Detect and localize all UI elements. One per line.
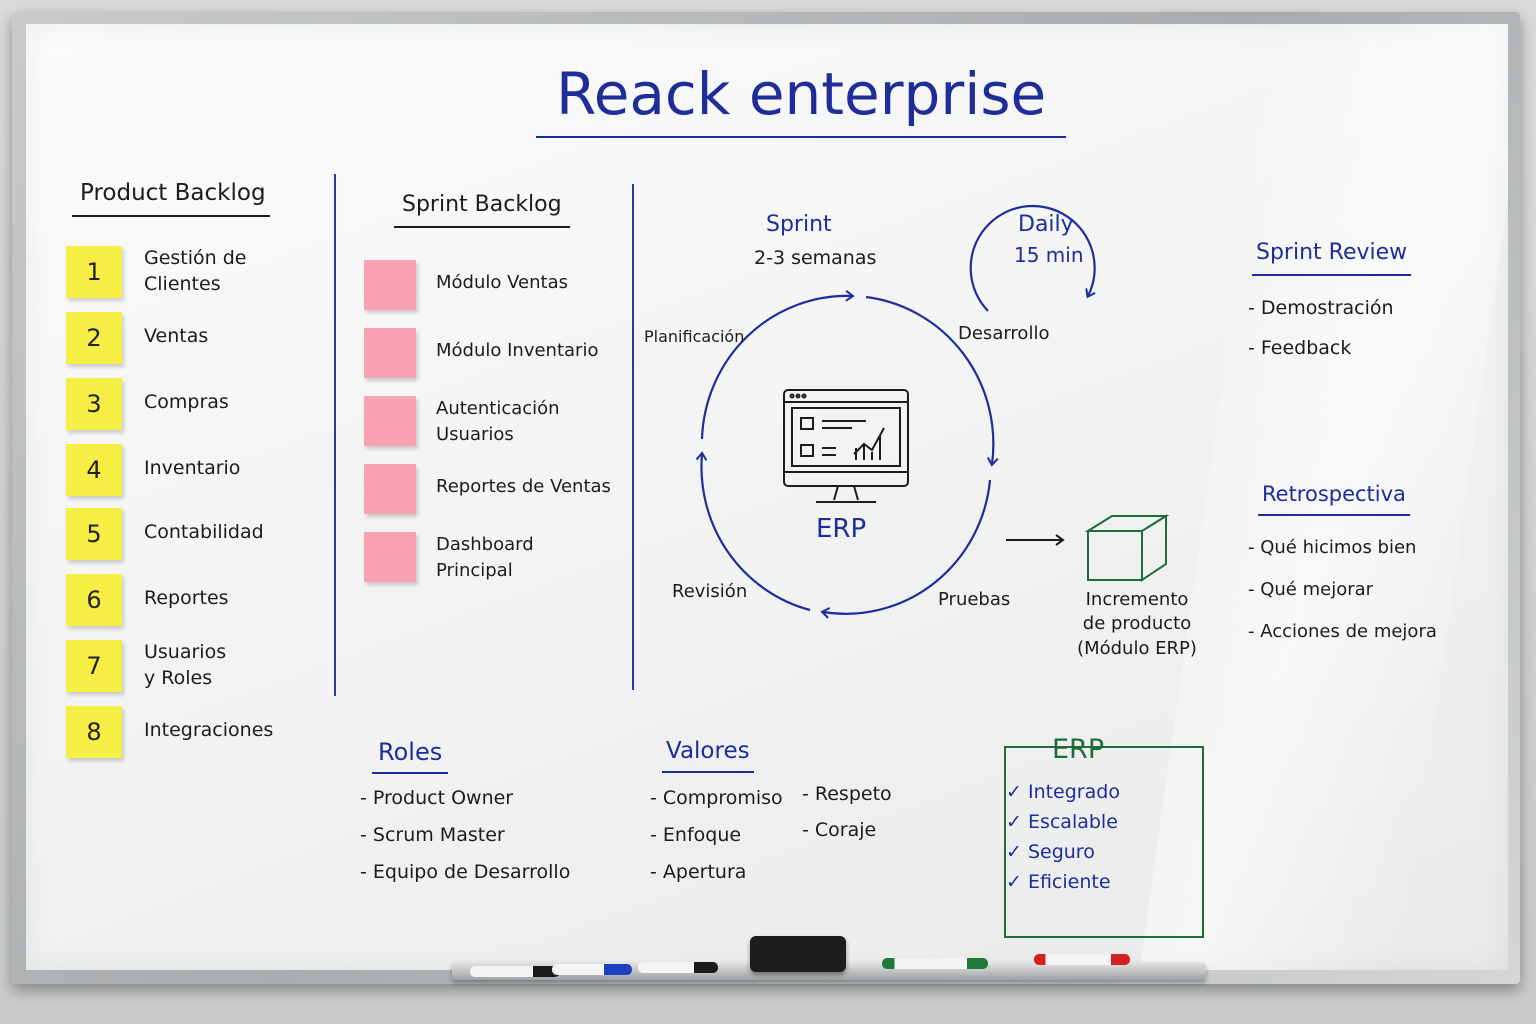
increment-label: Incremento de producto (Módulo ERP) <box>1077 589 1197 659</box>
erp-box-heading: ERP <box>1052 734 1105 765</box>
sprint-backlog-item-label: Dashboard Principal <box>436 534 534 582</box>
product-backlog-item-label: Compras <box>144 391 229 413</box>
cycle-arc-top-right <box>865 295 999 467</box>
product-backlog-item-label: Gestión de Clientes <box>144 247 247 295</box>
erp-quality-item: ✓ Escalable <box>1006 811 1118 833</box>
sticky-note-number: 4 <box>86 456 102 484</box>
retrospective-heading: Retrospectiva <box>1258 480 1410 517</box>
sticky-note-yellow: 3 <box>66 378 122 430</box>
erp-quality-item: ✓ Seguro <box>1006 841 1095 863</box>
sticky-note-number: 2 <box>86 324 102 352</box>
sticky-note-yellow: 5 <box>66 508 122 560</box>
erp-quality-item: ✓ Eficiente <box>1006 871 1111 893</box>
product-backlog-item-label: Usuarios y Roles <box>144 641 227 689</box>
erp-quality-item: ✓ Integrado <box>1006 781 1120 803</box>
sticky-note-pink <box>364 464 416 514</box>
cycle-center-label: ERP <box>816 514 867 544</box>
sticky-note-yellow: 1 <box>66 246 122 298</box>
erp-qualities-box <box>1004 746 1204 938</box>
monitor-icon <box>783 389 909 503</box>
value-item: - Compromiso <box>650 787 783 809</box>
sprint-review-item: - Feedback <box>1248 337 1352 359</box>
sticky-note-number: 7 <box>86 652 102 680</box>
whiteboard-eraser[interactable] <box>750 936 846 972</box>
daily-loop-arrow <box>969 204 1096 312</box>
sticky-note-number: 5 <box>86 520 102 548</box>
values-heading: Valores <box>662 736 754 774</box>
black-marker-2[interactable] <box>638 962 718 973</box>
cycle-arc-bottom-left <box>695 451 811 612</box>
divider-left <box>334 174 336 696</box>
sprint-backlog-item-label: Autenticación Usuarios <box>436 398 560 446</box>
role-item: - Equipo de Desarrollo <box>360 861 571 883</box>
divider-middle <box>632 184 634 690</box>
sticky-note-yellow: 4 <box>66 444 122 496</box>
sprint-review-item: - Demostración <box>1248 297 1394 319</box>
stage-development: Desarrollo <box>958 323 1050 344</box>
daily-duration: 15 min <box>1014 243 1084 267</box>
green-marker[interactable] <box>882 958 988 969</box>
value-item: - Apertura <box>650 861 747 883</box>
product-backlog-item-label: Reportes <box>144 587 229 609</box>
sprint-label: Sprint <box>766 212 832 237</box>
roles-heading: Roles <box>372 736 449 775</box>
red-marker[interactable] <box>1034 954 1130 965</box>
sticky-note-number: 6 <box>86 586 102 614</box>
role-item: - Scrum Master <box>360 824 505 846</box>
stage-review: Revisión <box>672 581 748 602</box>
sprint-backlog-item-label: Módulo Ventas <box>436 272 568 293</box>
retrospective-item: - Qué mejorar <box>1248 579 1374 600</box>
product-backlog-item-label: Inventario <box>144 457 241 479</box>
sprint-backlog-item-label: Reportes de Ventas <box>436 476 611 497</box>
sticky-note-number: 3 <box>86 390 102 418</box>
sticky-note-pink <box>364 396 416 446</box>
sticky-note-yellow: 2 <box>66 312 122 364</box>
sticky-note-yellow: 7 <box>66 640 122 692</box>
whiteboard: Reack enterprise Product Backlog Sprint … <box>26 24 1508 970</box>
cycle-arc-top-left <box>700 290 855 440</box>
value-item: - Enfoque <box>650 824 742 846</box>
value-item: - Coraje <box>802 819 877 841</box>
blue-marker[interactable] <box>552 964 632 975</box>
black-marker[interactable] <box>470 966 560 977</box>
board-title: Reack enterprise <box>536 60 1067 138</box>
sprint-backlog-heading: Sprint Backlog <box>394 190 570 228</box>
sticky-note-yellow: 6 <box>66 574 122 626</box>
stage-testing: Pruebas <box>938 589 1011 610</box>
product-backlog-item-label: Integraciones <box>144 719 274 741</box>
retrospective-item: - Acciones de mejora <box>1248 621 1437 642</box>
sprint-backlog-item-label: Módulo Inventario <box>436 340 599 361</box>
value-item: - Respeto <box>802 783 892 805</box>
sticky-note-pink <box>364 532 416 582</box>
sticky-note-pink <box>364 260 416 310</box>
sticky-note-pink <box>364 328 416 378</box>
daily-label: Daily <box>1018 212 1074 237</box>
sticky-note-number: 8 <box>86 718 102 746</box>
product-backlog-item-label: Contabilidad <box>144 521 264 543</box>
stage-planning: Planificación <box>644 327 745 346</box>
product-box-icon <box>1084 514 1170 582</box>
product-backlog-item-label: Ventas <box>144 325 209 347</box>
product-backlog-heading: Product Backlog <box>72 178 270 218</box>
sticky-note-number: 1 <box>86 258 102 286</box>
sprint-review-heading: Sprint Review <box>1252 238 1412 276</box>
scrum-cycle-diagram <box>695 204 1170 619</box>
sticky-note-yellow: 8 <box>66 706 122 758</box>
cycle-arc-bottom-right <box>820 479 992 619</box>
sprint-duration: 2-3 semanas <box>754 247 877 269</box>
role-item: - Product Owner <box>360 787 514 809</box>
retrospective-item: - Qué hicimos bien <box>1248 537 1417 558</box>
